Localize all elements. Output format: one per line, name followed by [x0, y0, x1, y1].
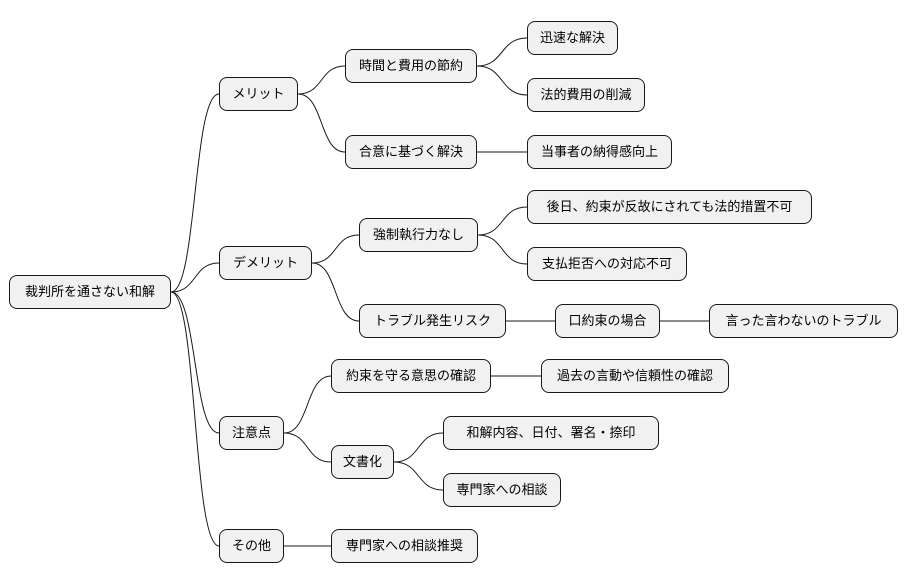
branch-demerit: デメリット — [219, 246, 312, 280]
node-intent-check: 約束を守る意思の確認 — [331, 359, 491, 393]
leaf-verbal-promise: 口約束の場合 — [555, 304, 660, 338]
edge-node-documentation-to-leaf-document-contents — [393, 432, 444, 463]
branch-other: その他 — [219, 529, 284, 563]
leaf-refusal-to-pay: 支払拒否への対応不可 — [527, 247, 687, 281]
edge-root-node-to-branch-demerit — [170, 262, 220, 293]
leaf-document-contents: 和解内容、日付、署名・捺印 — [443, 416, 659, 450]
edge-root-node-to-branch-other — [170, 291, 220, 547]
edge-branch-demerit-to-node-trouble-risk — [311, 262, 360, 322]
leaf-broken-promise: 後日、約束が反故にされても法的措置不可 — [527, 190, 812, 224]
branch-merit: メリット — [219, 77, 298, 111]
edge-node-no-enforcement-to-leaf-refusal-to-pay — [477, 234, 528, 265]
edge-root-node-to-branch-merit — [170, 93, 220, 293]
root-node: 裁判所を通さない和解 — [9, 275, 171, 309]
leaf-legal-cost-reduction: 法的費用の削減 — [527, 78, 645, 112]
leaf-said-didnt-say: 言った言わないのトラブル — [709, 304, 898, 338]
edge-branch-merit-to-node-agreement-based — [297, 93, 346, 153]
node-no-enforcement: 強制執行力なし — [359, 218, 478, 252]
leaf-quick-resolution: 迅速な解決 — [527, 21, 618, 55]
node-time-cost-saving: 時間と費用の節約 — [345, 49, 477, 83]
edge-branch-caution-to-node-intent-check — [283, 375, 332, 434]
edge-node-time-cost-saving-to-leaf-legal-cost-reduction — [476, 65, 528, 96]
node-agreement-based: 合意に基づく解決 — [345, 135, 477, 169]
edge-node-time-cost-saving-to-leaf-quick-resolution — [476, 37, 528, 67]
branch-caution: 注意点 — [219, 416, 284, 450]
edge-node-no-enforcement-to-leaf-broken-promise — [477, 206, 528, 236]
edge-branch-caution-to-node-documentation — [283, 432, 332, 463]
leaf-expert-consult: 専門家への相談 — [443, 473, 561, 507]
edge-root-node-to-branch-caution — [170, 291, 220, 434]
node-documentation: 文書化 — [331, 445, 394, 479]
node-trouble-risk: トラブル発生リスク — [359, 304, 506, 338]
leaf-past-conduct-check: 過去の言動や信頼性の確認 — [541, 359, 729, 393]
edge-branch-demerit-to-node-no-enforcement — [311, 234, 360, 264]
node-expert-consult-recommended: 専門家への相談推奨 — [331, 529, 478, 563]
edge-node-documentation-to-leaf-expert-consult — [393, 461, 444, 491]
leaf-satisfaction: 当事者の納得感向上 — [527, 135, 672, 169]
edge-branch-merit-to-node-time-cost-saving — [297, 65, 346, 95]
